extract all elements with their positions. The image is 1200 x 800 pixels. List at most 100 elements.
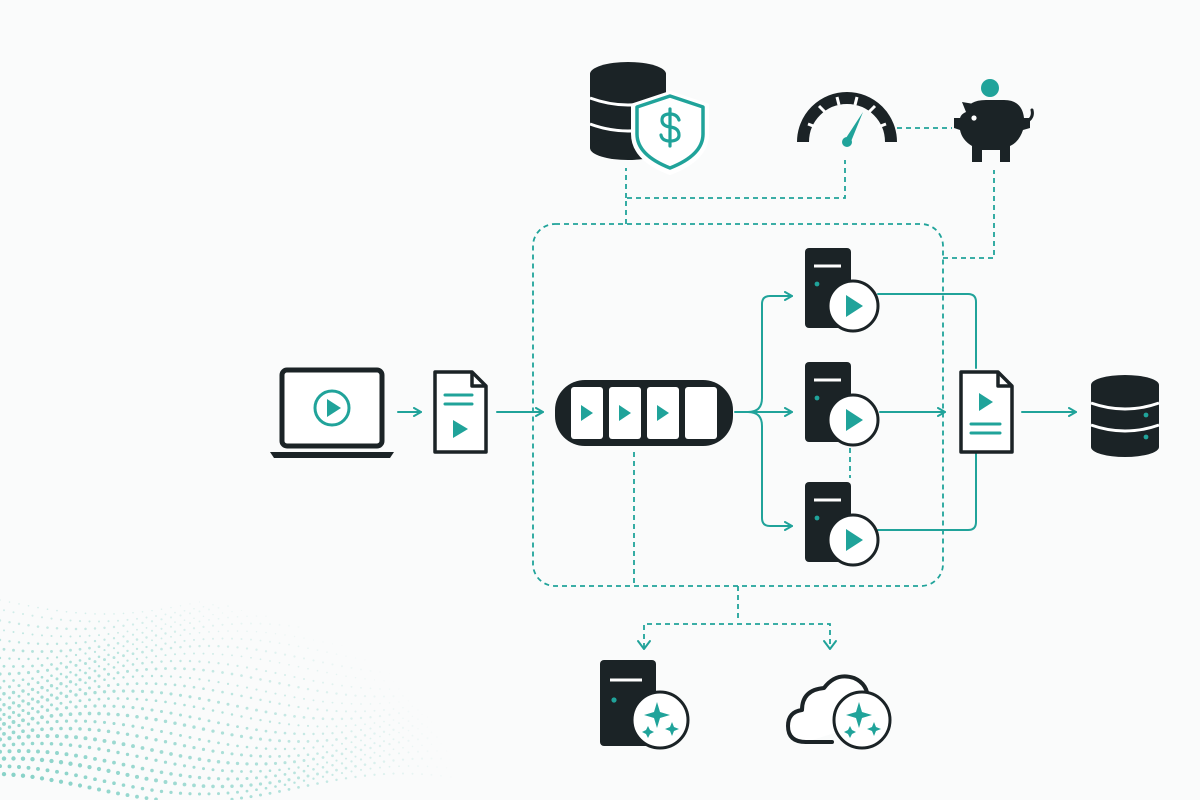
wave-dot	[141, 650, 144, 654]
wave-dot	[145, 616, 148, 619]
wave-dot	[183, 619, 186, 621]
wave-dot	[293, 771, 296, 775]
wave-dot	[398, 688, 400, 690]
wave-dot	[287, 739, 291, 743]
wave-dot	[207, 661, 211, 664]
wave-dot	[36, 657, 40, 660]
wave-dot	[278, 661, 281, 664]
wave-dot	[268, 700, 272, 704]
wave-dot	[297, 754, 300, 757]
wave-dot	[65, 627, 68, 631]
wave-dot	[255, 648, 258, 651]
wave-dot	[302, 769, 306, 773]
wave-dot	[45, 720, 50, 724]
wave-dot	[2, 743, 6, 748]
wave-dot	[78, 711, 82, 716]
wave-dot	[115, 770, 121, 775]
wave-dot	[264, 762, 268, 766]
wave-dot	[74, 705, 78, 709]
wave-dot	[388, 671, 391, 674]
wave-dot	[17, 703, 21, 708]
wave-dot	[68, 712, 73, 717]
wave-dot	[373, 695, 376, 698]
wave-dot	[21, 678, 25, 682]
wave-dot	[354, 735, 357, 739]
wave-dot	[255, 708, 258, 712]
wave-dot	[125, 793, 130, 798]
wave-dot	[83, 692, 88, 696]
wave-dot	[255, 688, 258, 691]
wave-dot	[230, 752, 234, 756]
wave-dot	[169, 731, 173, 735]
wave-dot	[188, 695, 192, 699]
video-file-icon	[433, 370, 488, 454]
wave-dot	[287, 767, 291, 771]
wave-dot	[249, 696, 253, 700]
wave-dot	[192, 667, 196, 671]
wave-dot	[106, 789, 111, 794]
wave-dot	[207, 792, 211, 796]
wave-dot	[7, 672, 12, 676]
wave-dot	[335, 738, 338, 741]
wave-dot	[445, 735, 448, 738]
wave-dot	[283, 747, 287, 751]
wave-dot	[312, 716, 315, 720]
wave-dot	[307, 667, 309, 670]
wave-dot	[392, 680, 395, 682]
wave-dot	[287, 788, 291, 791]
wave-dot	[321, 756, 325, 759]
wave-dot	[312, 639, 315, 641]
wave-dot	[201, 747, 206, 751]
wave-dot	[126, 640, 129, 643]
wave-dot	[45, 668, 50, 672]
wave-dot	[373, 751, 376, 754]
wave-dot	[58, 779, 64, 784]
wave-dot	[173, 721, 177, 725]
wave-dot	[312, 746, 315, 749]
wave-dot	[378, 714, 382, 718]
wave-dot	[440, 719, 442, 722]
wave-dot	[245, 745, 249, 749]
wave-dot	[188, 715, 192, 719]
wave-dot	[249, 754, 253, 758]
wave-dot	[360, 739, 362, 742]
wave-dot	[2, 712, 6, 717]
wave-dot	[240, 715, 243, 718]
wave-dot	[302, 677, 306, 681]
wave-dot	[283, 731, 287, 735]
wave-dot	[264, 786, 268, 790]
wave-dot	[407, 751, 410, 754]
wave-dot	[93, 704, 97, 708]
wave-dot	[173, 667, 177, 670]
wave-dot	[226, 645, 230, 648]
wave-dot	[293, 715, 296, 718]
wave-dot	[369, 716, 372, 719]
wave-dot	[417, 765, 419, 767]
wave-dot	[121, 783, 126, 787]
wave-dot	[98, 634, 100, 637]
wave-dot	[122, 664, 125, 668]
wave-dot	[379, 702, 381, 705]
wave-dot	[179, 614, 182, 617]
wave-dot	[0, 698, 2, 701]
wave-dot	[236, 684, 239, 687]
wave-dot	[64, 706, 69, 710]
wave-dot	[440, 730, 442, 732]
wave-dot	[144, 796, 149, 800]
wave-dot	[31, 677, 34, 680]
wave-dot	[221, 711, 224, 714]
wave-dot	[21, 708, 25, 713]
wave-dot	[211, 784, 215, 789]
wave-dot	[202, 668, 205, 672]
wave-dot	[255, 615, 258, 617]
wave-dot	[116, 731, 120, 735]
wave-dot	[221, 671, 224, 674]
wave-dot	[144, 776, 149, 781]
wave-dot	[112, 760, 116, 765]
wave-dot	[283, 773, 287, 776]
wave-dot	[268, 791, 272, 795]
wave-dot	[236, 725, 239, 729]
wave-dot	[0, 599, 1, 601]
wave-dot	[221, 690, 224, 694]
